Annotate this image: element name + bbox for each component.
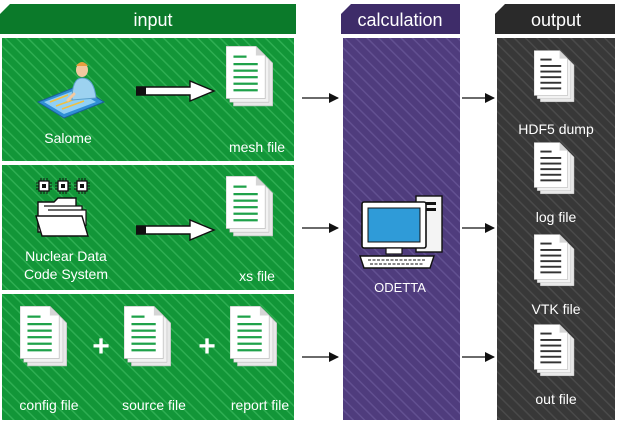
ndcs-label-line1: Nuclear Data	[25, 248, 107, 264]
input-column: input Salome mesh file	[0, 4, 296, 420]
plus-sign-1: +	[92, 330, 110, 363]
computer-icon	[359, 195, 443, 269]
calculation-header	[341, 4, 460, 34]
source-file-label: source file	[122, 397, 186, 413]
salome-label: Salome	[44, 130, 92, 146]
report-file-label: report file	[231, 397, 290, 413]
ndcs-label-line2: Code System	[24, 266, 108, 282]
plus-sign-2: +	[198, 330, 216, 363]
odetta-label: ODETTA	[374, 280, 426, 295]
salome-user-icon	[36, 62, 106, 119]
input-header	[0, 4, 296, 34]
mesh-file-label: mesh file	[229, 139, 285, 155]
hdf5-dump-label: HDF5 dump	[518, 121, 594, 137]
vtk-file-label: VTK file	[531, 301, 580, 317]
output-header	[495, 4, 615, 34]
xs-file-label: xs file	[239, 268, 275, 284]
output-column: output HDF5 dump log file VTK file out f…	[495, 4, 615, 420]
calculation-title: calculation	[357, 10, 442, 30]
log-file-label: log file	[536, 209, 577, 225]
calculation-column: calculation ODETTA	[341, 4, 460, 420]
output-title: output	[531, 10, 581, 30]
out-file-label: out file	[535, 391, 576, 407]
config-file-label: config file	[19, 397, 78, 413]
folder-icon	[35, 197, 89, 237]
input-title: input	[133, 10, 172, 30]
chip-icons	[36, 178, 90, 194]
